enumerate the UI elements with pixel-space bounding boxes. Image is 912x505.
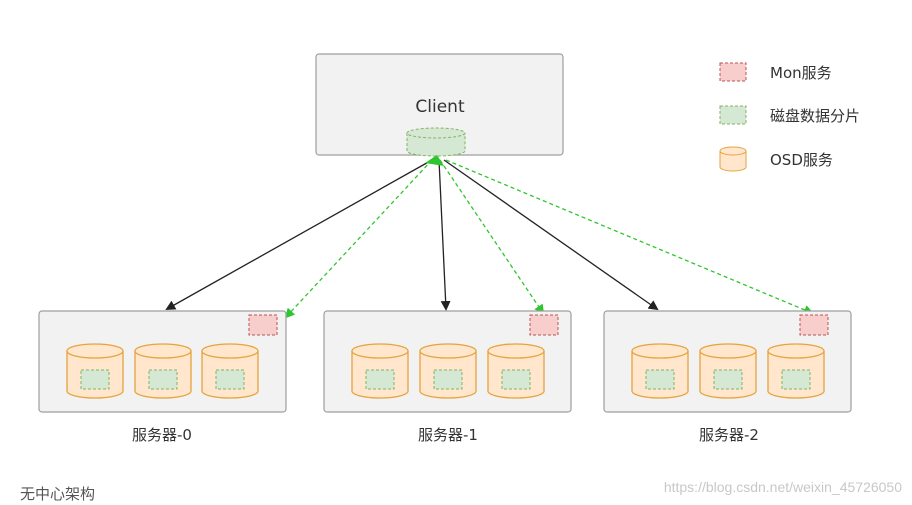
- link-client-server1: [438, 159, 451, 311]
- server-0-label: 服务器-0: [132, 426, 192, 444]
- data-shard: [501, 369, 531, 390]
- server-2: [603, 310, 852, 413]
- watermark: https://blog.csdn.net/weixin_45726050: [663, 479, 902, 495]
- control-links: [165, 159, 659, 311]
- diagram-caption: 无中心架构: [20, 485, 96, 503]
- osd-cylinder: [66, 343, 124, 399]
- server-2-label: 服务器-2: [699, 426, 759, 444]
- data-shard: [781, 369, 811, 390]
- data-shard: [645, 369, 675, 390]
- legend-osd-swatch: [719, 146, 747, 172]
- osd-cylinder: [631, 343, 689, 399]
- osd-cylinder: [767, 343, 825, 399]
- data-shard: [433, 369, 463, 390]
- legend-mon-label: Mon服务: [770, 64, 832, 82]
- data-shard: [215, 369, 245, 390]
- link-client-server0: [165, 159, 433, 310]
- mon-links: [284, 155, 814, 319]
- osd-cylinder: [699, 343, 757, 399]
- osd-cylinder: [351, 343, 409, 399]
- data-shard: [148, 369, 178, 390]
- osd-cylinder: [134, 343, 192, 399]
- server-nodes: [38, 310, 852, 413]
- mon-link-server1: [439, 159, 545, 315]
- legend-mon-swatch: [719, 62, 747, 82]
- server-0: [38, 310, 287, 413]
- client-label: Client: [415, 97, 465, 117]
- data-shard: [365, 369, 395, 390]
- legend: Mon服务 磁盘数据分片 OSD服务: [719, 62, 860, 172]
- mon-service: [529, 314, 559, 336]
- client-node: Client: [315, 53, 564, 157]
- legend-shard-swatch: [719, 105, 747, 125]
- osd-cylinder: [419, 343, 477, 399]
- link-client-server2: [443, 159, 659, 311]
- osd-cylinder: [201, 343, 259, 399]
- server-1: [323, 310, 572, 413]
- legend-shard-label: 磁盘数据分片: [770, 107, 860, 125]
- mon-service: [248, 314, 278, 336]
- osd-cylinder: [487, 343, 545, 399]
- mon-link-server0: [284, 159, 433, 319]
- data-shard: [80, 369, 110, 390]
- legend-osd-label: OSD服务: [770, 151, 833, 169]
- mon-service: [799, 314, 829, 336]
- data-shard: [713, 369, 743, 390]
- server-1-label: 服务器-1: [418, 426, 478, 444]
- mon-link-client-arrowhead: [425, 155, 444, 166]
- mon-link-server2: [445, 159, 814, 315]
- client-shard-cylinder: [406, 127, 466, 157]
